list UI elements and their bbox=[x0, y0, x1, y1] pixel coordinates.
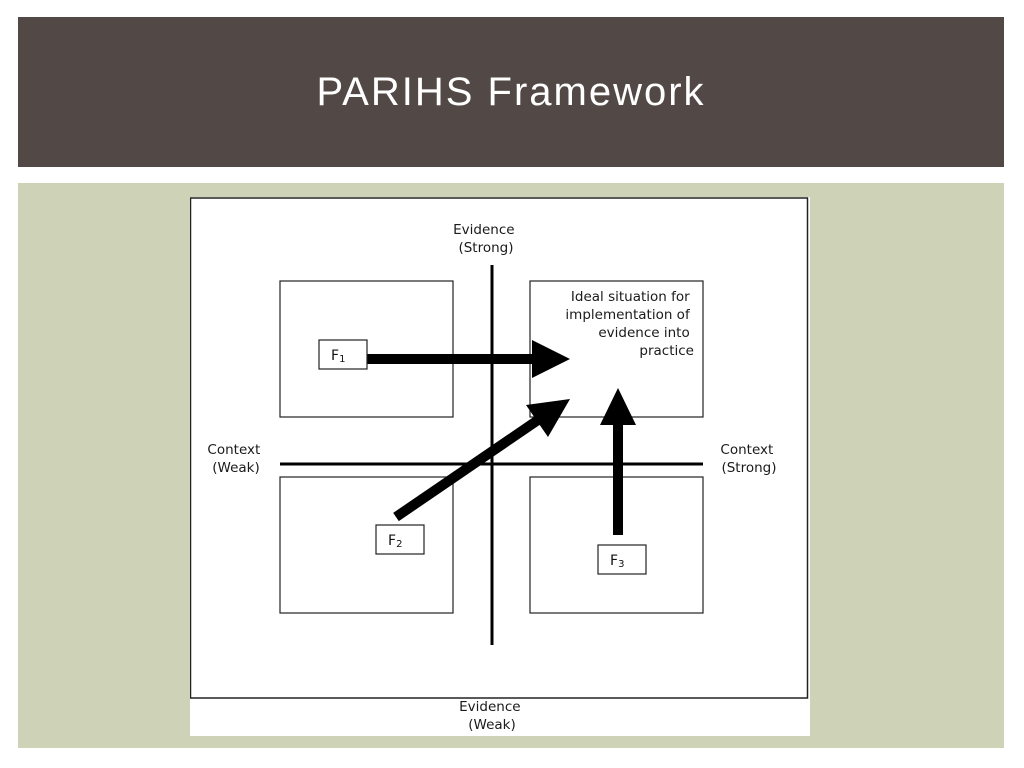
slide-title: PARIHS Framework bbox=[316, 69, 706, 114]
title-bar: PARIHS Framework bbox=[18, 17, 1004, 167]
arrow-f2 bbox=[393, 399, 570, 522]
facilitator-f1-label: F1 bbox=[331, 348, 345, 365]
context-strong-label: Context (Strong) bbox=[720, 442, 777, 476]
arrow-f3 bbox=[600, 388, 636, 535]
facilitator-f3-box: F3 bbox=[597, 544, 647, 575]
parihs-diagram: Evidence (Strong) Evidence (Weak) Contex… bbox=[190, 197, 810, 736]
ideal-situation-text: Ideal situation for implementation of ev… bbox=[565, 289, 694, 359]
facilitator-f2-label: F2 bbox=[388, 533, 402, 550]
diagram-canvas: Evidence (Strong) Evidence (Weak) Contex… bbox=[190, 197, 809, 733]
context-weak-label: Context (Weak) bbox=[207, 442, 264, 476]
quadrant-bottom-left bbox=[279, 476, 454, 614]
quadrant-top-left bbox=[279, 280, 454, 418]
evidence-weak-label: Evidence (Weak) bbox=[459, 699, 525, 733]
facilitator-f1-box: F1 bbox=[318, 339, 368, 370]
arrow-f1 bbox=[366, 340, 570, 378]
facilitator-f2-box: F2 bbox=[375, 524, 425, 555]
evidence-strong-label: Evidence (Strong) bbox=[453, 222, 519, 256]
facilitator-f3-label: F3 bbox=[610, 553, 624, 570]
